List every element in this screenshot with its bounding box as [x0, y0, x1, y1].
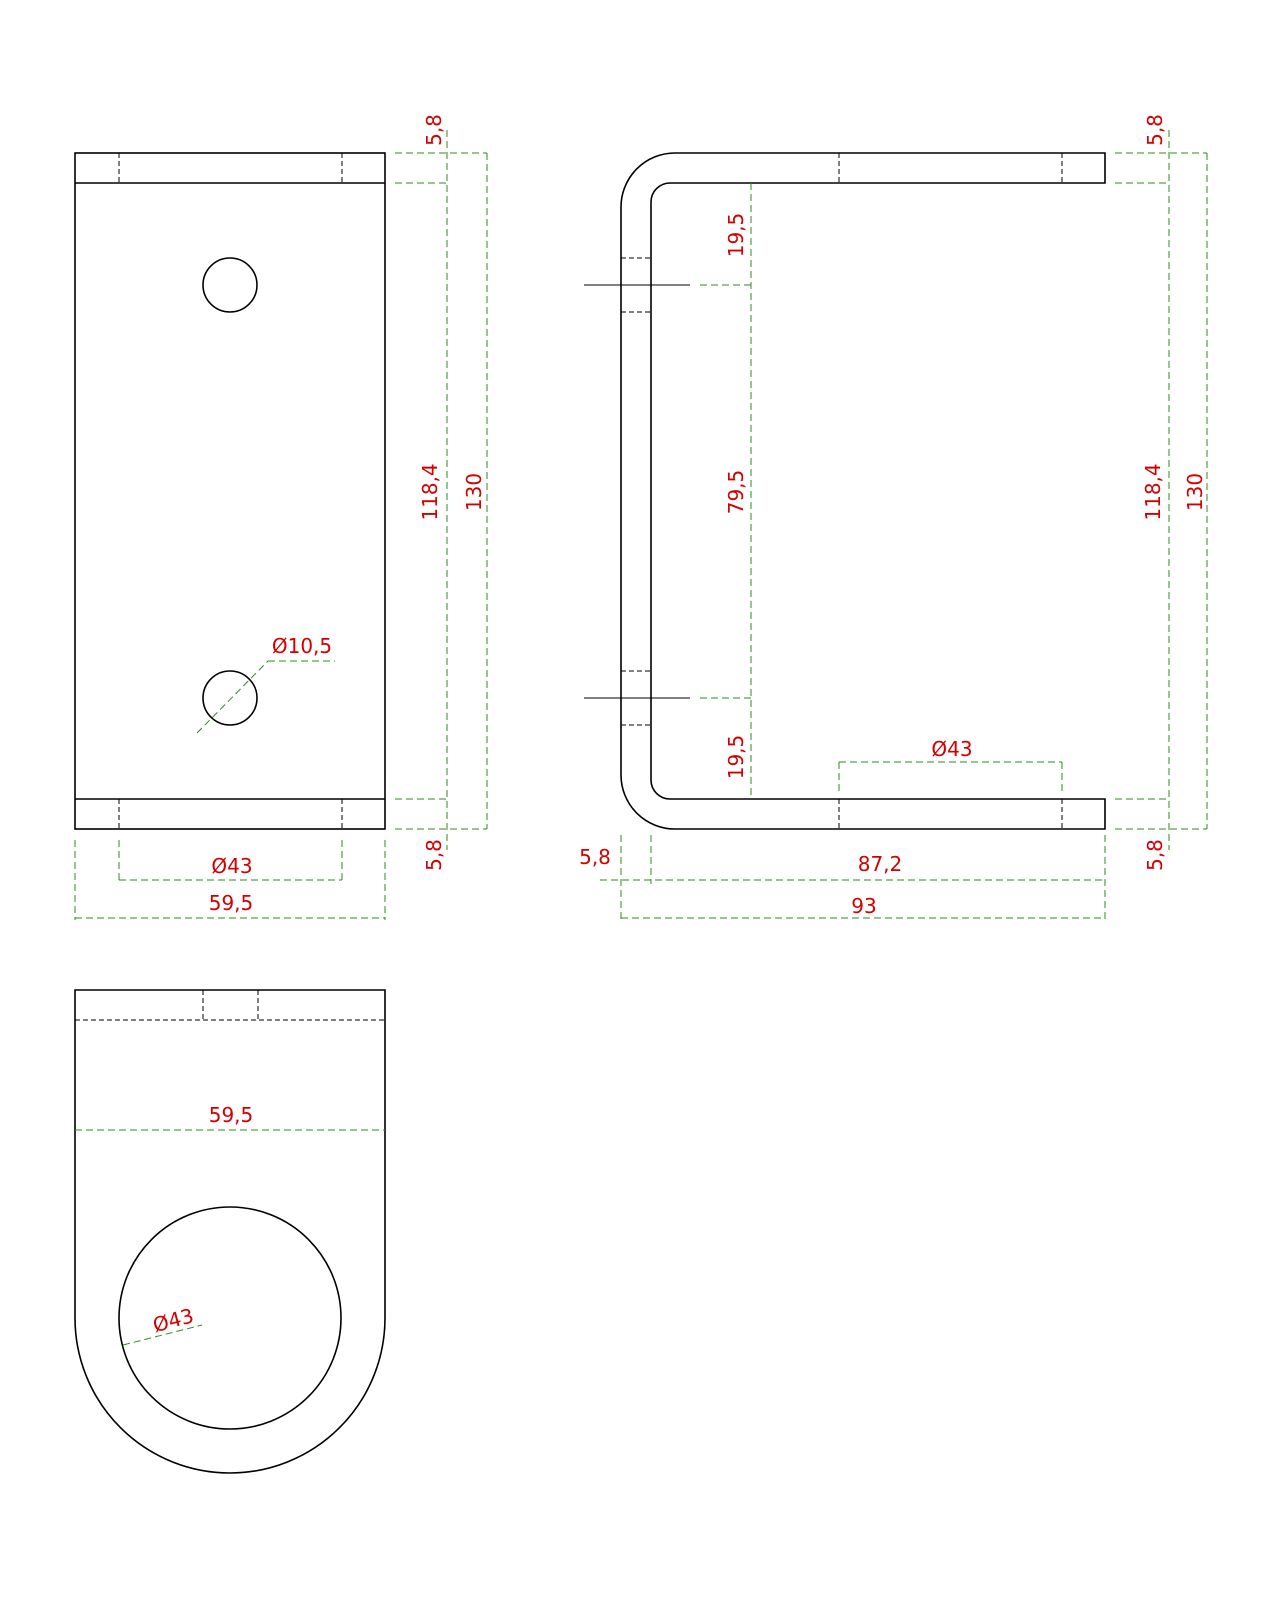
front-outline [74, 152, 386, 830]
dim-total-height: 130 [1183, 473, 1207, 511]
dim-width: 59,5 [209, 891, 254, 915]
dim-tube-diameter: Ø43 [211, 854, 252, 878]
dim-thickness: 5,8 [579, 845, 611, 869]
top-view: 59,5 Ø43 [74, 989, 386, 1474]
dim-width: 59,5 [209, 1103, 254, 1127]
side-dimensions [600, 130, 1208, 920]
leader-line [122, 1324, 203, 1346]
dim-hole-offset-bottom: 19,5 [724, 735, 748, 780]
front-dimensions [74, 130, 488, 920]
dim-inner-height: 118,4 [418, 463, 442, 520]
side-view: 19,5 79,5 19,5 5,8 118,4 130 5,8 Ø43 5,8… [579, 114, 1208, 920]
dim-flange-bottom: 5,8 [422, 839, 446, 871]
dim-inner-height: 118,4 [1141, 463, 1165, 520]
front-view: 5,8 118,4 130 5,8 Ø10,5 Ø43 59,5 [74, 114, 488, 920]
dim-inner-depth: 87,2 [858, 852, 903, 876]
dim-tube-diameter: Ø43 [931, 737, 972, 761]
dim-total-depth: 93 [851, 894, 876, 918]
dim-flange-top: 5,8 [422, 114, 446, 146]
dim-tube-diameter: Ø43 [150, 1303, 196, 1337]
top-outline [74, 989, 386, 1474]
tube-bore [118, 1206, 342, 1430]
dim-flange-top: 5,8 [1143, 114, 1167, 146]
dim-flange-bottom: 5,8 [1143, 839, 1167, 871]
upper-hole [202, 257, 258, 313]
bracket-profile [620, 152, 1106, 830]
dim-hole-spacing: 79,5 [724, 470, 748, 515]
lower-hole [202, 670, 258, 726]
dim-hole-diameter: Ø10,5 [272, 634, 332, 658]
dim-hole-offset-top: 19,5 [724, 213, 748, 258]
dim-total-height: 130 [462, 473, 486, 511]
